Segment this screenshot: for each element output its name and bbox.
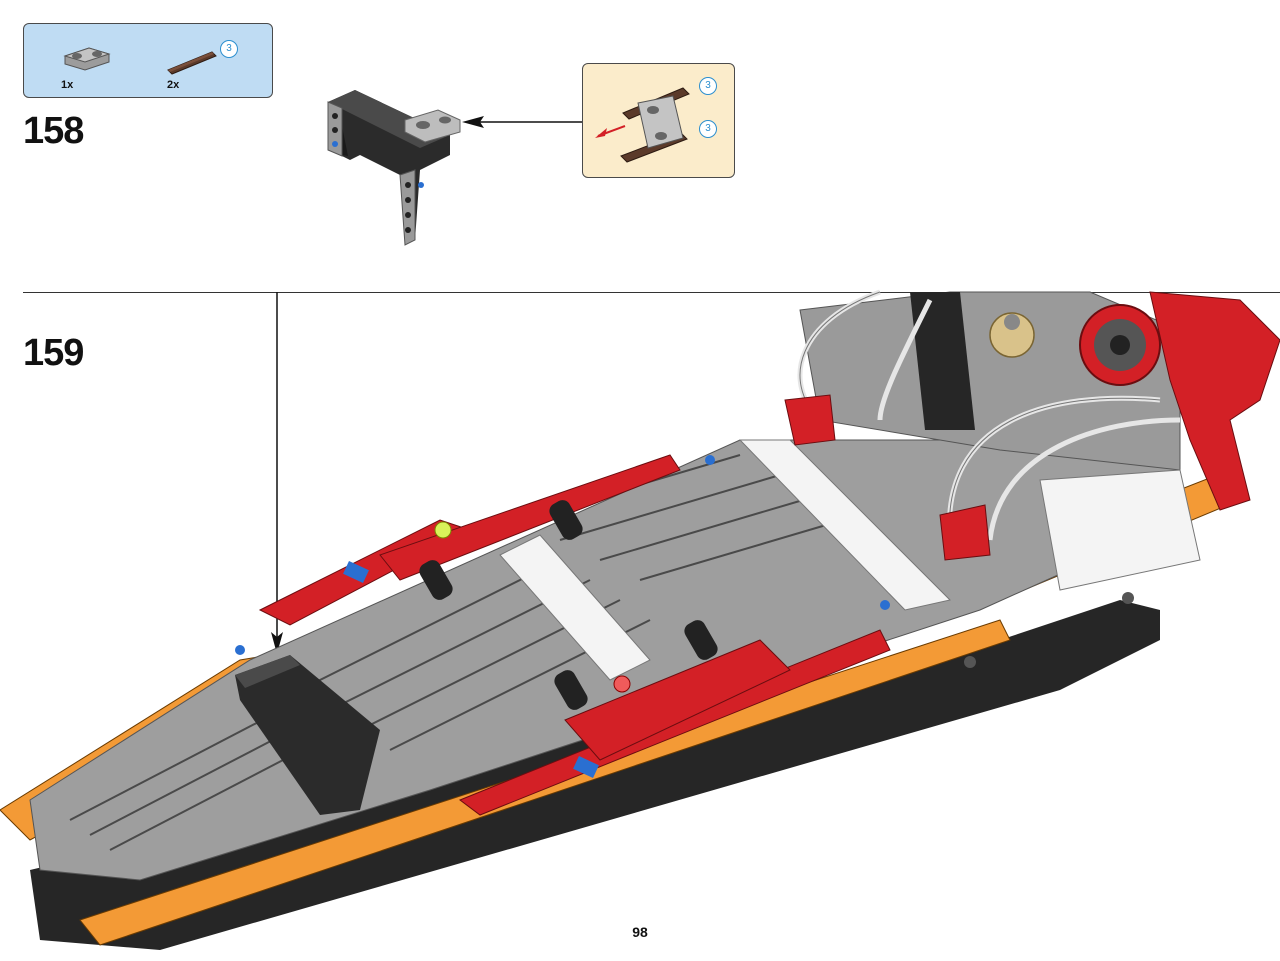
callout-arrow — [462, 116, 582, 128]
parts-list-box: 1x 3 2x — [23, 23, 273, 98]
pins — [419, 500, 718, 710]
step-number-158: 158 — [23, 110, 84, 152]
step-159-model-illustration — [0, 289, 1280, 950]
callout-badge-2: 3 — [699, 120, 717, 138]
part-length-badge: 3 — [220, 40, 238, 58]
step-divider — [23, 292, 1280, 293]
sub-assembly-illustration — [595, 87, 690, 163]
connector-perpendicular-beam-icon — [63, 47, 111, 71]
step-158-assembly-illustration — [327, 90, 461, 246]
page-number: 98 — [632, 924, 648, 940]
sub-assembly-callout: 3 3 — [582, 63, 735, 178]
step-number-159: 159 — [23, 332, 84, 374]
callout-badge-1: 3 — [699, 77, 717, 95]
part-qty-2: 2x — [167, 79, 180, 91]
part-qty-1: 1x — [61, 79, 74, 91]
axle-length-3-icon — [167, 51, 217, 75]
placement-arrow — [271, 292, 283, 654]
